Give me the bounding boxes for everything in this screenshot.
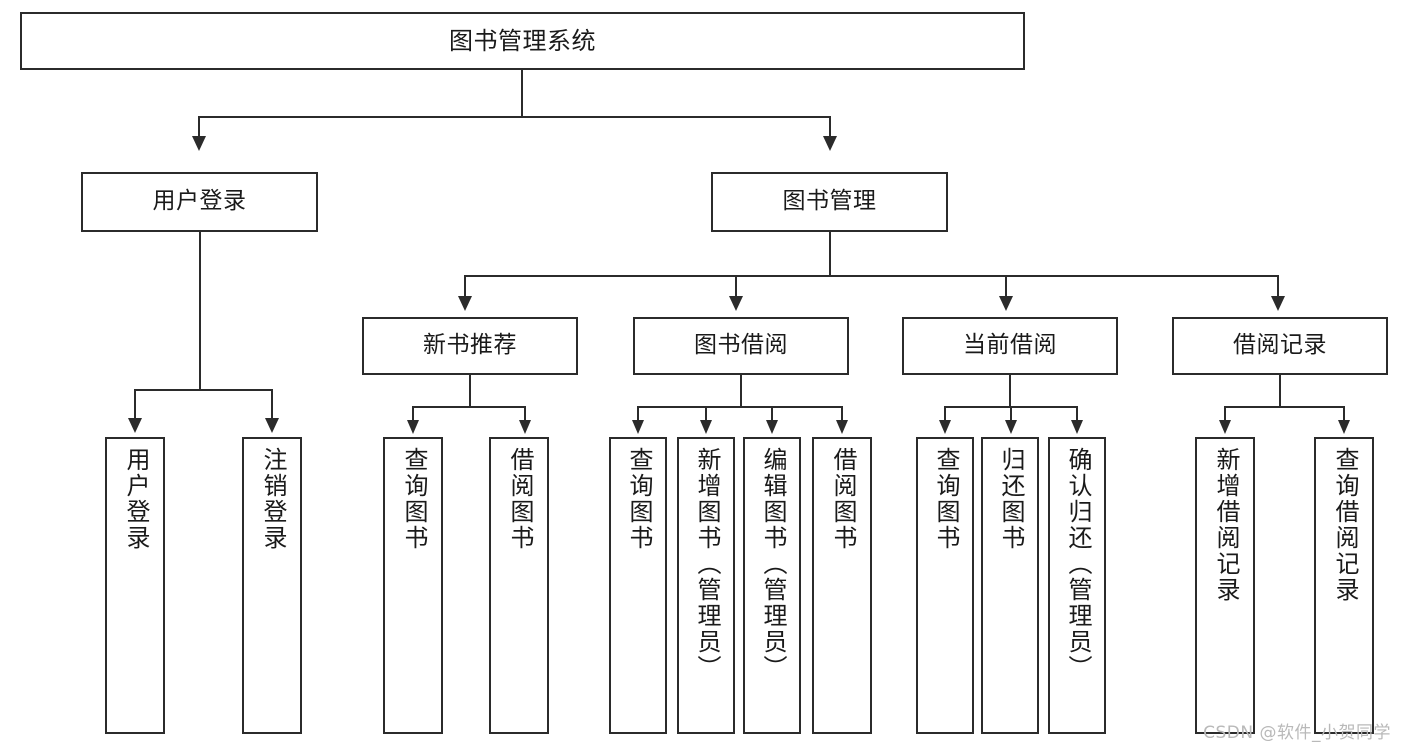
connector-book-manage-stem <box>829 232 831 276</box>
connector-book-borrow-bus <box>637 406 843 408</box>
leaf-query-book-2-label: 查询图书 <box>624 447 653 551</box>
connector-current-borrow-to-leaf-1 <box>944 406 946 421</box>
connector-user-login-to-leaf-1 <box>134 389 136 420</box>
leaf-logout-login-label: 注销登录 <box>258 447 287 551</box>
node-borrow-record-label: 借阅记录 <box>1233 332 1327 359</box>
arrowhead-book-manage-to-borrow-record <box>1271 296 1285 311</box>
node-current-borrow[interactable]: 当前借阅 <box>902 317 1118 375</box>
connector-book-borrow-to-leaf-2 <box>705 406 707 421</box>
node-book-manage[interactable]: 图书管理 <box>711 172 948 232</box>
arrowhead-new-book-to-leaf-1 <box>407 420 419 434</box>
arrowhead-book-borrow-to-leaf-3 <box>766 420 778 434</box>
connector-root-bus <box>198 116 831 118</box>
connector-new-book-bus <box>412 406 526 408</box>
connector-new-book-to-leaf-2 <box>524 406 526 421</box>
connector-borrow-record-bus <box>1224 406 1345 408</box>
leaf-query-record-label: 查询借阅记录 <box>1330 447 1359 603</box>
arrowhead-user-login-to-leaf-1 <box>128 418 142 433</box>
leaf-confirm-return[interactable]: 确认归还（管理员） <box>1048 437 1106 734</box>
leaf-edit-book[interactable]: 编辑图书（管理员） <box>743 437 801 734</box>
connector-book-borrow-to-leaf-1 <box>637 406 639 421</box>
arrowhead-current-borrow-to-leaf-1 <box>939 420 951 434</box>
arrowhead-borrow-record-to-leaf-2 <box>1338 420 1350 434</box>
leaf-borrow-book-1[interactable]: 借阅图书 <box>489 437 549 734</box>
node-book-manage-label: 图书管理 <box>782 188 877 215</box>
leaf-edit-book-label: 编辑图书（管理员） <box>758 447 787 681</box>
node-new-book-recommend[interactable]: 新书推荐 <box>362 317 578 375</box>
leaf-query-book-2[interactable]: 查询图书 <box>609 437 667 734</box>
arrowhead-root-to-user-login <box>192 136 206 151</box>
connector-current-borrow-to-leaf-3 <box>1076 406 1078 421</box>
arrowhead-new-book-to-leaf-2 <box>519 420 531 434</box>
node-user-login[interactable]: 用户登录 <box>81 172 318 232</box>
connector-book-manage-to-borrow-record <box>1277 275 1279 298</box>
leaf-add-record[interactable]: 新增借阅记录 <box>1195 437 1255 734</box>
node-new-book-recommend-label: 新书推荐 <box>423 332 517 359</box>
connector-borrow-record-to-leaf-2 <box>1343 406 1345 421</box>
connector-root-stem <box>521 70 523 117</box>
arrowhead-book-borrow-to-leaf-1 <box>632 420 644 434</box>
arrowhead-current-borrow-to-leaf-2 <box>1005 420 1017 434</box>
leaf-user-login[interactable]: 用户登录 <box>105 437 165 734</box>
leaf-borrow-book-2[interactable]: 借阅图书 <box>812 437 872 734</box>
connector-root-to-user-login <box>198 116 200 138</box>
node-root-system[interactable]: 图书管理系统 <box>20 12 1025 70</box>
leaf-return-book-label: 归还图书 <box>996 447 1025 551</box>
arrowhead-borrow-record-to-leaf-1 <box>1219 420 1231 434</box>
leaf-query-book-3-label: 查询图书 <box>931 447 960 551</box>
leaf-query-book-3[interactable]: 查询图书 <box>916 437 974 734</box>
arrowhead-book-borrow-to-leaf-4 <box>836 420 848 434</box>
connector-user-login-stem <box>199 232 201 390</box>
connector-new-book-stem <box>469 375 471 407</box>
arrowhead-root-to-book-manage <box>823 136 837 151</box>
connector-book-manage-bus <box>464 275 1279 277</box>
leaf-add-book[interactable]: 新增图书（管理员） <box>677 437 735 734</box>
leaf-borrow-book-1-label: 借阅图书 <box>505 447 534 551</box>
leaf-confirm-return-label: 确认归还（管理员） <box>1063 447 1092 681</box>
node-borrow-record[interactable]: 借阅记录 <box>1172 317 1388 375</box>
connector-current-borrow-to-leaf-2 <box>1010 406 1012 421</box>
node-user-login-label: 用户登录 <box>152 188 247 215</box>
connector-book-manage-to-book-borrow <box>735 275 737 298</box>
arrowhead-current-borrow-to-leaf-3 <box>1071 420 1083 434</box>
node-current-borrow-label: 当前借阅 <box>963 332 1057 359</box>
watermark-text: CSDN @软件_小贺同学 <box>1203 723 1391 743</box>
node-book-borrow-label: 图书借阅 <box>694 332 788 359</box>
leaf-logout-login[interactable]: 注销登录 <box>242 437 302 734</box>
node-book-borrow[interactable]: 图书借阅 <box>633 317 849 375</box>
connector-borrow-record-stem <box>1279 375 1281 407</box>
leaf-add-record-label: 新增借阅记录 <box>1211 447 1240 603</box>
arrowhead-book-manage-to-current-borrow <box>999 296 1013 311</box>
connector-book-borrow-to-leaf-4 <box>841 406 843 421</box>
connector-user-login-bus <box>134 389 271 391</box>
connector-current-borrow-stem <box>1009 375 1011 407</box>
connector-borrow-record-to-leaf-1 <box>1224 406 1226 421</box>
arrowhead-book-borrow-to-leaf-2 <box>700 420 712 434</box>
connector-user-login-to-leaf-2 <box>271 389 273 420</box>
arrowhead-book-manage-to-new-book <box>458 296 472 311</box>
leaf-return-book[interactable]: 归还图书 <box>981 437 1039 734</box>
leaf-borrow-book-2-label: 借阅图书 <box>828 447 857 551</box>
leaf-add-book-label: 新增图书（管理员） <box>692 447 721 681</box>
node-root-label: 图书管理系统 <box>449 26 596 55</box>
leaf-query-record[interactable]: 查询借阅记录 <box>1314 437 1374 734</box>
leaf-query-book-1[interactable]: 查询图书 <box>383 437 443 734</box>
arrowhead-user-login-to-leaf-2 <box>265 418 279 433</box>
leaf-query-book-1-label: 查询图书 <box>399 447 428 551</box>
connector-new-book-to-leaf-1 <box>412 406 414 421</box>
connector-book-manage-to-current-borrow <box>1005 275 1007 298</box>
arrowhead-book-manage-to-book-borrow <box>729 296 743 311</box>
leaf-user-login-label: 用户登录 <box>121 447 150 551</box>
connector-book-manage-to-new-book <box>464 275 466 298</box>
connector-book-borrow-stem <box>740 375 742 407</box>
connector-book-borrow-to-leaf-3 <box>771 406 773 421</box>
connector-root-to-book-manage <box>829 116 831 138</box>
